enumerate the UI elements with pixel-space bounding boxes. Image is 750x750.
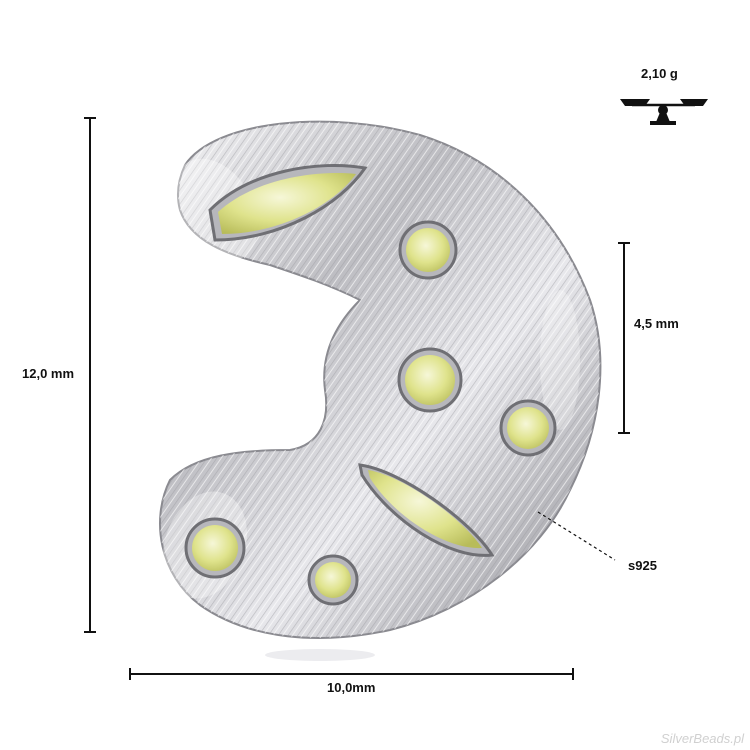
reflection (265, 649, 375, 661)
depth-label: 4,5 mm (634, 316, 679, 331)
watermark: SilverBeads.pl (660, 731, 744, 746)
weight-label: 2,10 g (641, 66, 678, 81)
height-dimension-line (84, 117, 96, 633)
stone-round-1 (398, 220, 458, 280)
material-label: s925 (628, 558, 657, 573)
stone-round-4 (184, 517, 246, 579)
earring-body (159, 120, 602, 639)
stone-marquise-top (208, 163, 368, 242)
stone-round-5 (307, 554, 359, 606)
scale-icon (620, 99, 708, 125)
height-label: 12,0 mm (22, 366, 75, 381)
depth-dimension-line (618, 242, 630, 434)
width-dimension-line (129, 668, 574, 680)
stone-round-3 (499, 399, 557, 457)
width-label: 10,0mm (327, 680, 376, 695)
material-leader-line (537, 511, 616, 561)
stone-marquise-bottom (358, 463, 495, 557)
stone-round-2 (397, 347, 463, 413)
